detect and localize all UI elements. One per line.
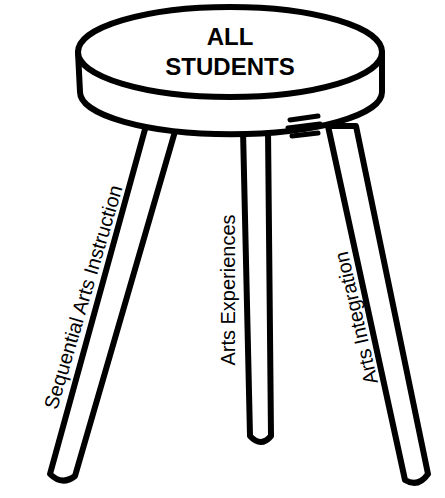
seat-node: ALL STUDENTS xyxy=(80,9,380,95)
right-leg xyxy=(328,126,428,483)
seat-mark xyxy=(288,116,320,136)
left-leg xyxy=(50,122,176,481)
seat-top xyxy=(78,7,382,97)
middle-leg xyxy=(243,130,271,442)
seat-label: ALL STUDENTS xyxy=(145,22,315,82)
leg-label: Arts Experiences xyxy=(217,214,239,365)
